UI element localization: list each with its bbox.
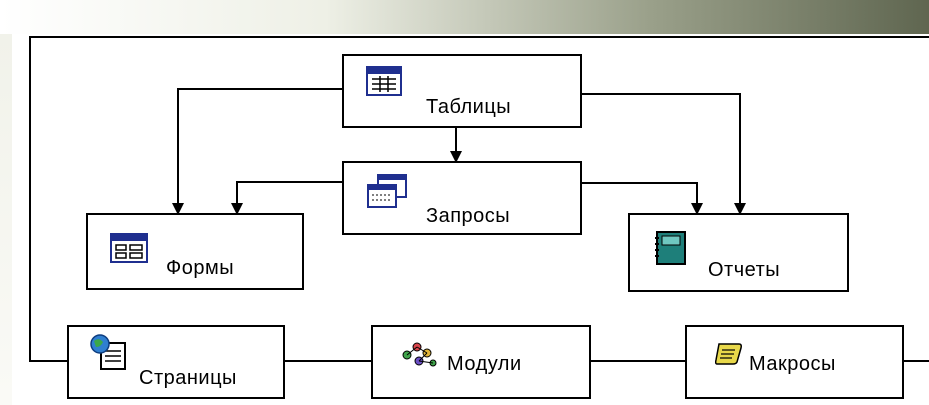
edge-tables-forms (172, 83, 352, 215)
form-icon (110, 233, 148, 263)
outer-frame-line (29, 36, 929, 362)
edge-tables-reports (581, 93, 746, 215)
node-modules: Модули (371, 325, 591, 399)
slide-side-margin (0, 34, 12, 405)
query-icon (367, 174, 407, 208)
node-forms: Формы (86, 213, 304, 290)
macro-scroll-icon (715, 343, 742, 365)
node-reports: Отчеты (628, 213, 849, 292)
node-tables-label: Таблицы (426, 96, 512, 118)
node-queries: Запросы (342, 161, 582, 235)
node-queries-label: Запросы (426, 205, 511, 227)
edge-queries-forms (231, 176, 352, 215)
node-modules-label: Модули (447, 353, 522, 375)
title-gradient-band (0, 0, 929, 34)
table-grid-icon (366, 66, 402, 96)
node-macros: Макросы (685, 325, 904, 399)
node-pages: Страницы (67, 325, 285, 399)
node-forms-label: Формы (166, 257, 235, 279)
module-icon (402, 342, 437, 367)
node-macros-label: Макросы (749, 353, 836, 375)
edge-queries-reports (581, 182, 703, 215)
node-reports-label: Отчеты (708, 259, 781, 281)
report-icon (655, 231, 686, 265)
node-pages-label: Страницы (139, 367, 237, 389)
web-page-icon (90, 334, 126, 370)
node-tables: Таблицы (342, 54, 582, 128)
